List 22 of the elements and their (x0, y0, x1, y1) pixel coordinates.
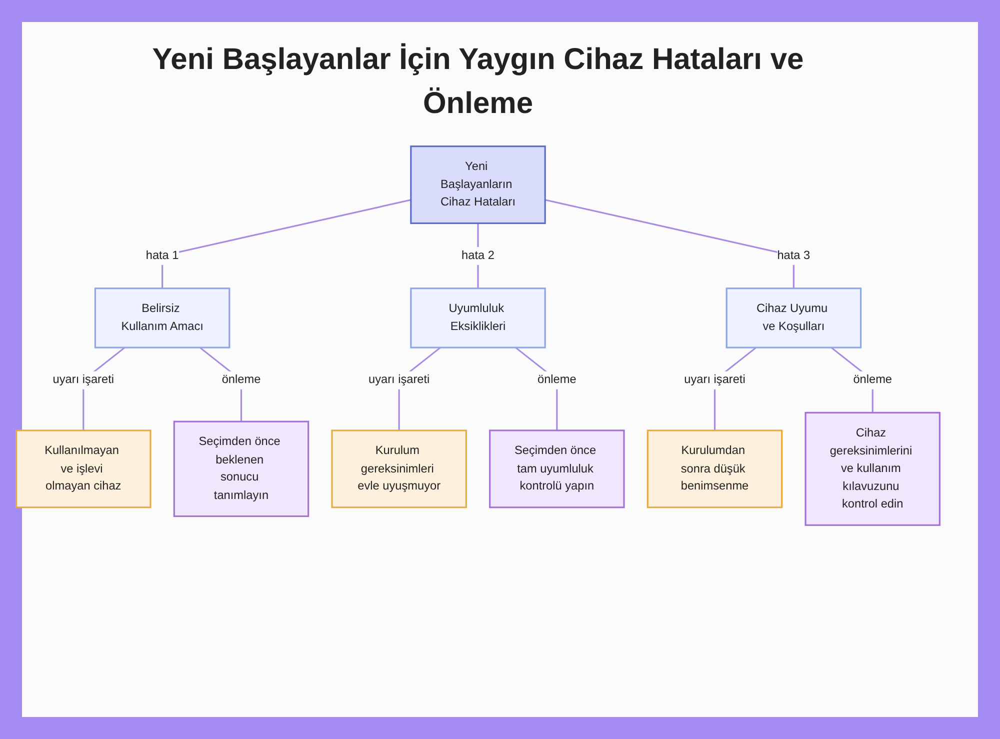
node-box: Seçimden önce tam uyumluluk kontrolü yapın (489, 430, 625, 508)
node-box: Yeni Başlayanların Cihaz Hataları (410, 146, 546, 224)
edge-label: uyarı işareti (368, 372, 430, 386)
edge-label: önleme (853, 372, 892, 386)
node-box: Kurulumdan sonra düşük benimsenme (646, 430, 783, 508)
node-box: Seçimden önce beklenen sonucu tanımlayın (173, 420, 310, 518)
connector (162, 199, 412, 288)
edge-label: uyarı işareti (52, 372, 114, 386)
node-box: Kullanılmayan ve işlevi olmayan cihaz (16, 430, 152, 508)
node-box: Uyumluluk Eksiklikleri (410, 288, 546, 348)
edge-label: önleme (222, 372, 261, 386)
node-box: Cihaz gereksinimlerini ve kullanım kılavuzunu kontrol edin (804, 412, 940, 526)
connector (544, 199, 794, 288)
node-box: Cihaz Uyumu ve Koşulları (726, 288, 862, 348)
edge-label: uyarı işareti (684, 372, 746, 386)
edge-label: hata 1 (146, 248, 179, 262)
edge-label: önleme (538, 372, 576, 386)
node-box: Belirsiz Kullanım Amacı (94, 288, 230, 348)
node-box: Kurulum gereksinimleri evle uyuşmuyor (331, 430, 467, 508)
edge-label: hata 2 (462, 248, 494, 262)
diagram-title: Yeni Başlayanlar İçin Yaygın Cihaz Hataları ve Önleme (151, 42, 805, 122)
edge-label: hata 3 (777, 248, 810, 262)
